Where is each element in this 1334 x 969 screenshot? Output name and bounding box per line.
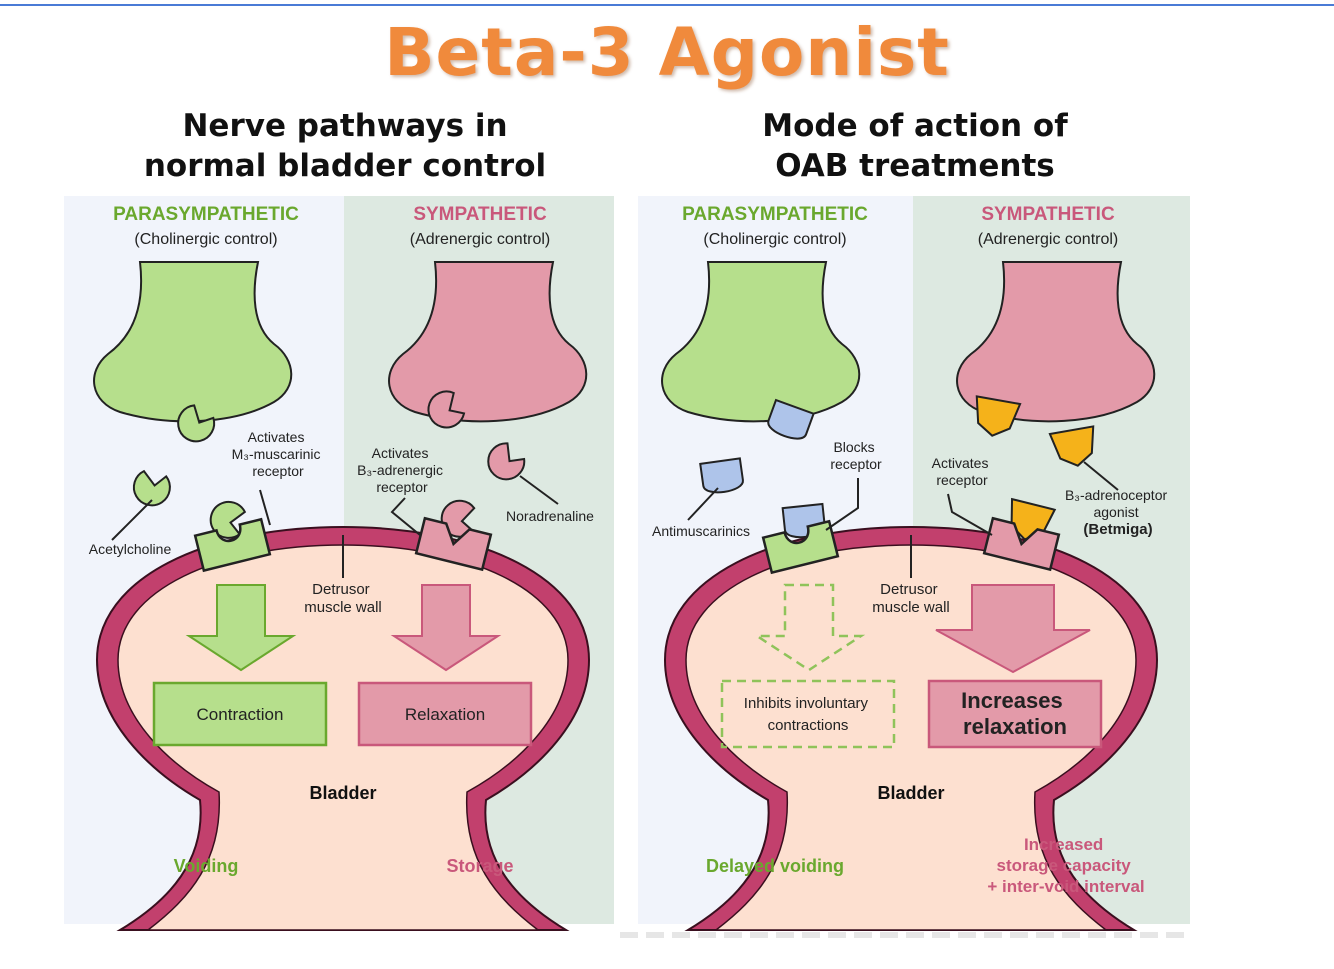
right-para-heading: PARASYMPATHETIC [682,204,868,225]
storage-label: Storage [446,856,513,876]
relaxation-arrow [390,584,502,672]
left-title-line1: Nerve pathways in [182,108,508,144]
right-detrusor-label: Detrusor muscle wall [872,581,950,616]
faint-footer-text [620,932,1190,938]
right-panel: PARASYMPATHETIC (Cholinergic control) SY… [638,196,1190,931]
left-symp-sub: (Adrenergic control) [410,231,551,248]
right-leader-lines [687,461,1119,578]
left-para-heading: PARASYMPATHETIC [113,204,299,225]
right-bladder-label: Bladder [877,783,944,803]
right-panel-title: Mode of action of OAB treatments [660,106,1170,186]
betmiga-agonist-label: B₃-adrenoceptor agonist (Betmiga) [1065,487,1171,538]
acetylcholine-label: Acetylcholine [89,541,172,557]
page-title: Beta-3 Agonist [384,14,950,91]
relaxation-label: Relaxation [405,705,485,724]
blocks-receptor-label: Blocks receptor [830,439,882,472]
delayed-voiding-label: Delayed voiding [706,856,844,876]
inhibited-contraction-arrow [752,583,866,672]
activates-b3-label: Activates B₃-adrenergic receptor [357,445,447,495]
left-panel: PARASYMPATHETIC (Cholinergic control) SY… [64,196,614,931]
contraction-box [152,681,328,747]
voiding-label: Voiding [174,856,239,876]
inhibits-box [720,679,896,749]
contraction-label: Contraction [197,705,284,724]
antimuscarinics-label: Antimuscarinics [652,523,750,539]
increases-box [927,679,1103,749]
right-symp-sub: (Adrenergic control) [978,231,1119,248]
relaxation-box [357,681,533,747]
left-symp-heading: SYMPATHETIC [413,204,547,225]
activates-receptor-label: Activates receptor [932,455,993,488]
contraction-arrow [185,584,297,672]
left-para-sub: (Cholinergic control) [134,231,277,248]
inhibits-label: Inhibits involuntary contractions [744,695,872,734]
left-leader-lines [111,475,559,578]
left-bladder-label: Bladder [309,783,376,803]
right-title-line2: OAB treatments [775,148,1055,184]
left-title-line2: normal bladder control [143,148,547,184]
increased-relaxation-arrow [935,584,1091,674]
noradrenaline-label: Noradrenaline [506,508,594,524]
right-title-line1: Mode of action of [762,108,1068,144]
activates-m3-label: Activates M₃-muscarinic receptor [232,429,325,479]
increased-storage-label: Increased storage capacity + inter-void … [987,835,1144,896]
left-detrusor-label: Detrusor muscle wall [304,581,382,616]
left-panel-title: Nerve pathways in normal bladder control [100,106,590,186]
right-para-sub: (Cholinergic control) [703,231,846,248]
right-symp-heading: SYMPATHETIC [981,204,1115,225]
increases-label: Increases relaxation [961,688,1069,739]
top-divider-line [0,4,1334,6]
